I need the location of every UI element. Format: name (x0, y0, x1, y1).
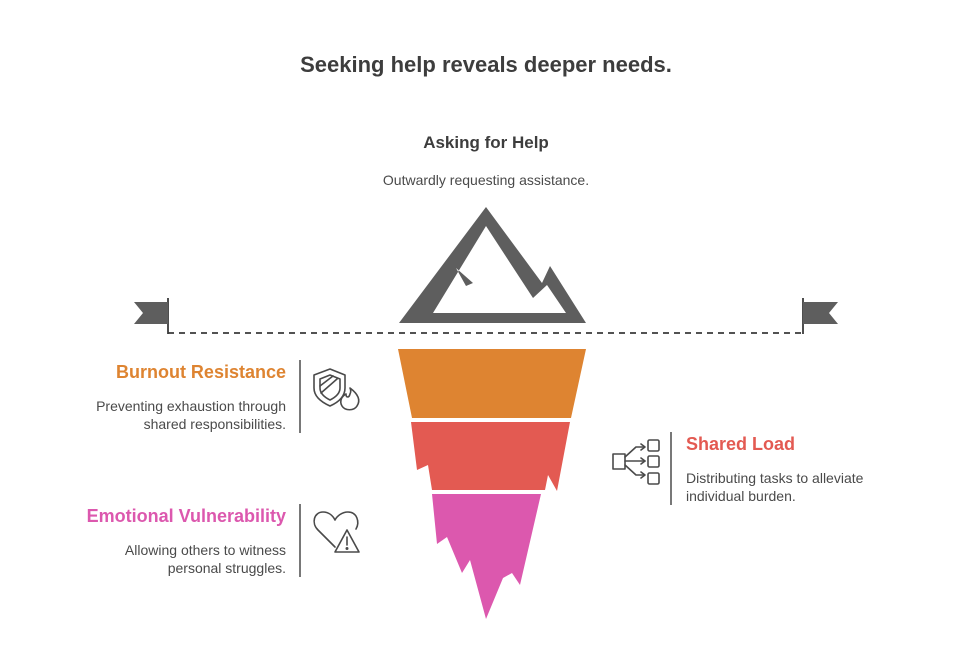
description-line: Distributing tasks to alleviate (686, 470, 864, 486)
right-flag-icon (802, 298, 838, 334)
distribute-tasks-icon (612, 439, 660, 485)
label-burnout-resistance-title: Burnout Resistance (115, 362, 286, 382)
description-line: Allowing others to witness (124, 542, 286, 558)
label-shared-load-description: Distributing tasks to alleviate individu… (686, 469, 863, 505)
description-line: Preventing exhaustion through (96, 398, 286, 414)
iceberg-tip (399, 207, 586, 323)
layer-shared-load (411, 422, 570, 491)
label-emotional-vulnerability-title: Emotional Vulnerability (86, 506, 286, 526)
description-line: personal struggles. (167, 560, 286, 576)
left-flag-icon (134, 298, 169, 334)
label-shared-load-title: Shared Load (686, 434, 796, 454)
label-emotional-vulnerability-description: Allowing others to witness personal stru… (125, 541, 286, 577)
description-line: individual burden. (686, 488, 796, 504)
layer-emotional-vulnerability (432, 494, 541, 619)
heart-warning-icon (313, 511, 360, 553)
tip-title: Asking for Help (423, 133, 549, 152)
label-burnout-resistance-description: Preventing exhaustion through shared res… (96, 397, 286, 433)
diagram-title: Seeking help reveals deeper needs. (300, 52, 672, 77)
layer-burnout-resistance (398, 349, 586, 418)
description-line: shared responsibilities. (143, 416, 286, 432)
tip-description: Outwardly requesting assistance. (382, 172, 590, 188)
shield-fire-icon (313, 368, 360, 411)
